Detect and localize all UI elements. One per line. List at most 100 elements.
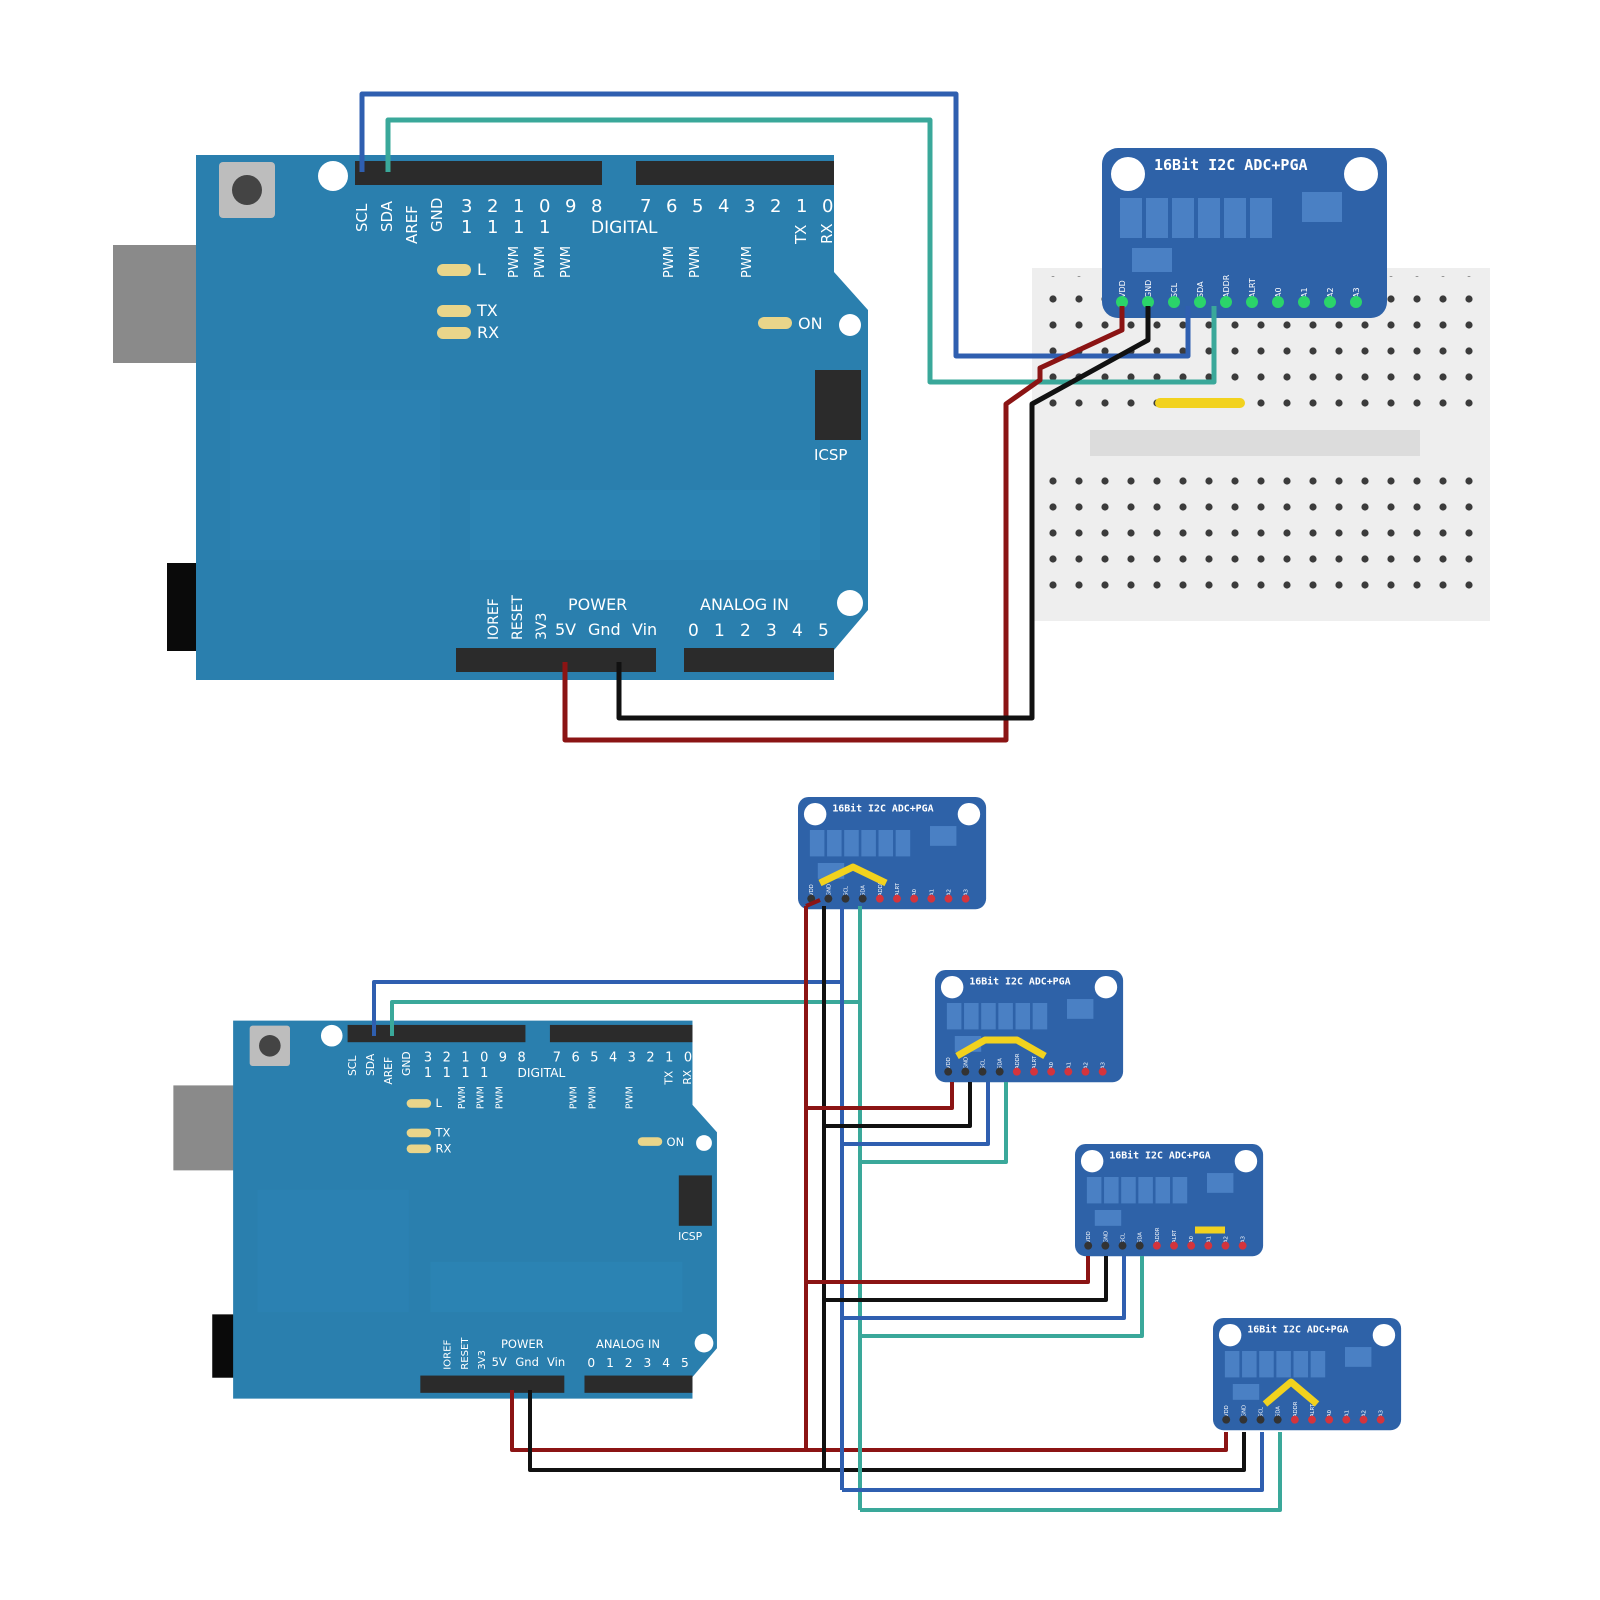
module-pin-label: A1 — [929, 889, 935, 896]
digital-pin-number: 9 — [499, 1051, 507, 1066]
board-shade — [230, 390, 440, 560]
digital-pin-number: 8 — [518, 1051, 526, 1066]
module-pin-label: ADDR — [878, 880, 884, 896]
module-pins — [944, 1067, 1107, 1076]
module-pin-labels: VDD GND SCL SDA ADDR ALRT A0 A1 A2 A3 — [946, 1053, 1106, 1069]
digital-header-right — [636, 161, 834, 185]
icsp-label: ICSP — [678, 1230, 703, 1243]
power-header — [456, 648, 656, 672]
pwm-label: PWM — [559, 246, 574, 278]
digital-pin-tens: 1 — [424, 1066, 432, 1081]
reset-button — [249, 1025, 290, 1066]
module-pin-label: SCL — [1259, 1407, 1265, 1417]
pin-label-ioref: IOREF — [486, 598, 502, 640]
address-jumper-yellow — [1262, 1378, 1320, 1407]
digital-pin-number: 6 — [666, 196, 677, 217]
module-title: 16Bit I2C ADC+PGA — [1154, 156, 1308, 174]
pin-label-3v3: 3V3 — [534, 613, 550, 640]
led-on — [637, 1137, 663, 1146]
module-pin-labels: VDD GND SCL SDA ADDR ALRT A0 A1 A2 A3 — [1086, 1227, 1246, 1243]
wire-scl-to-module2 — [842, 1082, 990, 1146]
wire-5v — [562, 306, 1125, 743]
address-jumper-yellow — [818, 863, 888, 887]
digital-pin-number: 0 — [539, 196, 550, 217]
wire-sda-bus — [390, 1000, 860, 1036]
wire-sda-to-module2 — [860, 1082, 1008, 1164]
mount-hole — [318, 161, 348, 191]
adc-module-top: 16Bit I2C ADC+PGA VDD GND SCL SDA ADDR A… — [1102, 148, 1387, 318]
wire-gnd — [616, 306, 1151, 721]
module-pin-label: A2 — [1223, 1236, 1229, 1243]
pwm-label: PWM — [457, 1086, 468, 1109]
wire-sda-to-module4 — [860, 1432, 1282, 1512]
module-pin-label: ALRT — [1248, 278, 1257, 298]
breadboard — [1032, 268, 1490, 621]
digital-label: DIGITAL — [591, 218, 658, 238]
module-chip-pads — [809, 826, 957, 879]
analog-pin-number: 1 — [606, 1356, 614, 1370]
digital-label: DIGITAL — [518, 1066, 566, 1080]
module-pin-label: SDA — [861, 885, 867, 896]
pin-label-gnd-power: Gnd — [515, 1355, 539, 1369]
led-tx — [406, 1128, 432, 1138]
pin-label-gnd-power: Gnd — [588, 620, 621, 639]
pwm-label: PWM — [533, 246, 548, 278]
pin-label-gnd: GND — [400, 1051, 413, 1076]
analog-pin-number: 2 — [625, 1356, 633, 1370]
module-pin-label: A2 — [1083, 1062, 1089, 1069]
wire-5v-bus — [510, 1390, 1228, 1452]
digital-pin-number: 0 — [480, 1051, 488, 1066]
analog-pin-number: 0 — [587, 1356, 595, 1370]
analog-pin-number: 4 — [792, 621, 803, 641]
pin-label-scl: SCL — [346, 1056, 359, 1076]
module-pin-label: A3 — [1379, 1410, 1385, 1417]
pin-label-ioref: IOREF — [443, 1340, 454, 1370]
module-pin-label: GND — [1144, 280, 1153, 298]
digital-pin-number: 1 — [796, 196, 807, 217]
pin-label-sda: SDA — [378, 200, 396, 232]
digital-pin-number: 1 — [513, 196, 524, 217]
module-pin-label: ALRT — [895, 882, 901, 896]
digital-pin-number: 1 — [461, 1051, 469, 1066]
analog-pin-numbers: 0 1 2 3 4 5 — [587, 1356, 688, 1370]
digital-pin-numbers-left: 3 2 1 0 9 8 1 1 1 1 — [424, 1051, 526, 1081]
pin-label-5v: 5V — [555, 620, 576, 639]
module-pin-label: SDA — [1138, 1232, 1144, 1243]
jumper-wire-yellow — [1155, 398, 1245, 408]
module-pin-label: GND — [826, 884, 832, 896]
pin-label-3v3: 3V3 — [477, 1350, 488, 1370]
wire-scl — [359, 91, 1191, 359]
pin-label-vin: Vin — [632, 620, 657, 639]
module-pin-label: GND — [963, 1057, 969, 1069]
board-shade — [257, 1189, 409, 1313]
chip — [470, 490, 820, 560]
analog-pin-number: 2 — [740, 621, 751, 641]
digital-pin-tens: 1 — [461, 1066, 469, 1081]
power-label: POWER — [501, 1337, 544, 1351]
pwm-label: PWM — [569, 1086, 580, 1109]
pwm-label: PWM — [507, 246, 522, 278]
analog-pin-number: 5 — [818, 621, 829, 641]
module-pin-label: A0 — [1327, 1410, 1333, 1417]
module-pin-label: SDA — [1276, 1406, 1282, 1417]
module-title: 16Bit I2C ADC+PGA — [1247, 1324, 1348, 1336]
digital-pin-number: 1 — [665, 1051, 673, 1066]
module-pin-label: ADDR — [1293, 1401, 1299, 1417]
module-chip-pads — [1086, 1173, 1234, 1226]
module-title: 16Bit I2C ADC+PGA — [1109, 1150, 1210, 1162]
module-pin-label: VDD — [1118, 280, 1127, 298]
digital-pin-number: 6 — [572, 1051, 580, 1066]
analog-pin-number: 1 — [714, 621, 725, 641]
mount-hole — [696, 1135, 712, 1151]
digital-pin-number: 4 — [718, 196, 729, 217]
wire-5v-to-module2 — [806, 1082, 954, 1110]
module-pin-label: A3 — [1241, 1236, 1247, 1243]
digital-pin-tens: 1 — [487, 217, 498, 238]
digital-pin-tens: 1 — [513, 217, 524, 238]
pin-label-tx: TX — [662, 1070, 675, 1086]
pin-label-vin: Vin — [547, 1355, 565, 1369]
module-pin-label: SCL — [1170, 282, 1179, 298]
module-pin-labels: VDD GND SCL SDA ADDR ALRT A0 A1 A2 A3 — [1224, 1401, 1384, 1417]
module-pin-label: SDA — [998, 1058, 1004, 1069]
